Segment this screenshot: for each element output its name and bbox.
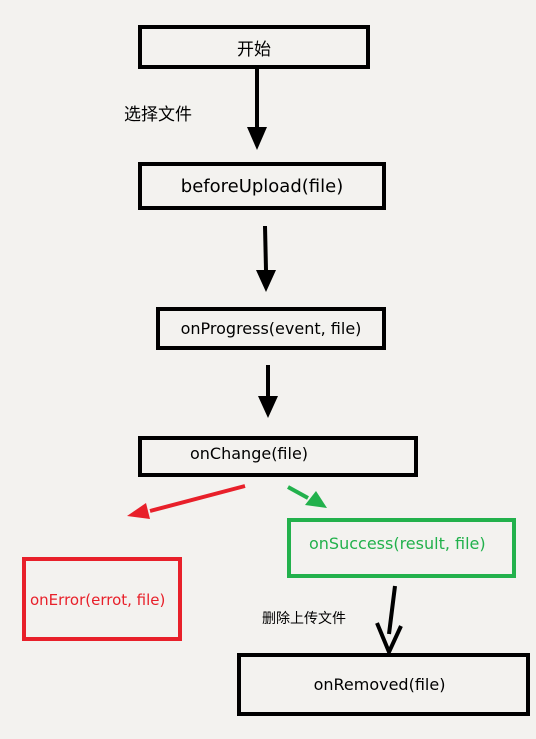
edge-label-select-file: 选择文件 <box>124 105 192 125</box>
arrow-onprogress-to-onchange <box>258 365 278 418</box>
arrow-start-to-beforeupload <box>247 69 267 150</box>
node-on-error: onError(errot, file) <box>22 557 182 641</box>
arrow-onsuccess-to-onremoved <box>375 585 403 657</box>
node-on-success: onSuccess(result, file) <box>287 518 516 578</box>
node-before-upload: beforeUpload(file) <box>138 162 386 210</box>
node-on-change: onChange(file) <box>138 436 418 477</box>
edge-label-delete-uploaded-file: 删除上传文件 <box>262 611 346 627</box>
node-start: 开始 <box>138 25 370 69</box>
node-on-removed: onRemoved(file) <box>237 653 530 716</box>
arrow-onchange-to-onsuccess <box>287 485 327 508</box>
arrow-beforeupload-to-onprogress <box>256 225 276 292</box>
arrow-onchange-to-onerror <box>127 484 246 519</box>
node-on-progress: onProgress(event, file) <box>156 307 386 350</box>
